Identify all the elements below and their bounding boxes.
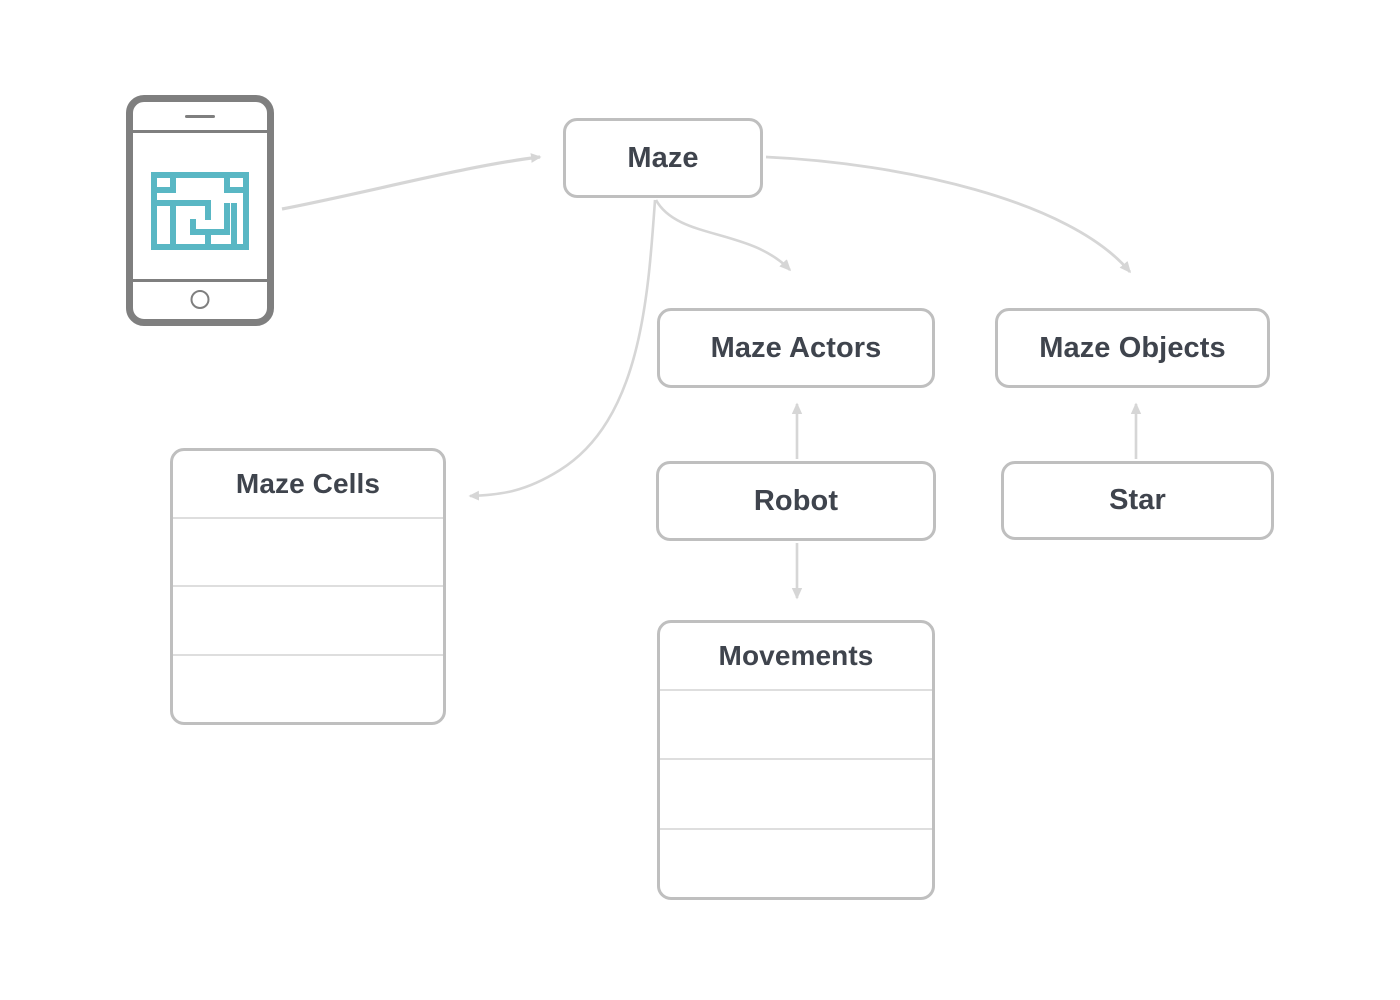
table-row (660, 827, 932, 897)
table-row (173, 653, 443, 722)
edge-maze-to-maze-actors (654, 199, 792, 272)
table-row (660, 758, 932, 827)
node-star[interactable]: Star (1001, 461, 1274, 540)
phone-bottom-divider (133, 279, 267, 282)
node-maze-cells[interactable]: Maze Cells (170, 448, 446, 725)
node-maze[interactable]: Maze (563, 118, 763, 198)
node-maze-objects-label: Maze Objects (1039, 331, 1226, 364)
edge-maze-to-maze-cells (468, 199, 657, 501)
node-movements-label: Movements (718, 640, 874, 671)
node-maze-objects[interactable]: Maze Objects (995, 308, 1270, 388)
phone-top-divider (133, 130, 267, 133)
node-maze-label: Maze (627, 141, 699, 174)
node-maze-cells-label: Maze Cells (235, 468, 381, 499)
table-row (173, 517, 443, 585)
phone-mockup (126, 95, 274, 326)
edge-maze-to-maze-objects (765, 155, 1132, 274)
table-row (660, 689, 932, 758)
speaker-slot-icon (185, 115, 215, 118)
maze-icon (151, 171, 249, 250)
edge-phone-to-maze (281, 153, 542, 211)
node-movements[interactable]: Movements (657, 620, 935, 900)
node-movements-rows (660, 689, 932, 897)
node-star-label: Star (1109, 484, 1166, 516)
node-maze-cells-rows (173, 517, 443, 722)
node-robot[interactable]: Robot (656, 461, 936, 541)
node-maze-actors-label: Maze Actors (710, 331, 882, 364)
node-maze-actors[interactable]: Maze Actors (657, 308, 935, 388)
table-row (173, 585, 443, 653)
home-button-icon (190, 290, 210, 309)
node-robot-label: Robot (753, 484, 839, 517)
